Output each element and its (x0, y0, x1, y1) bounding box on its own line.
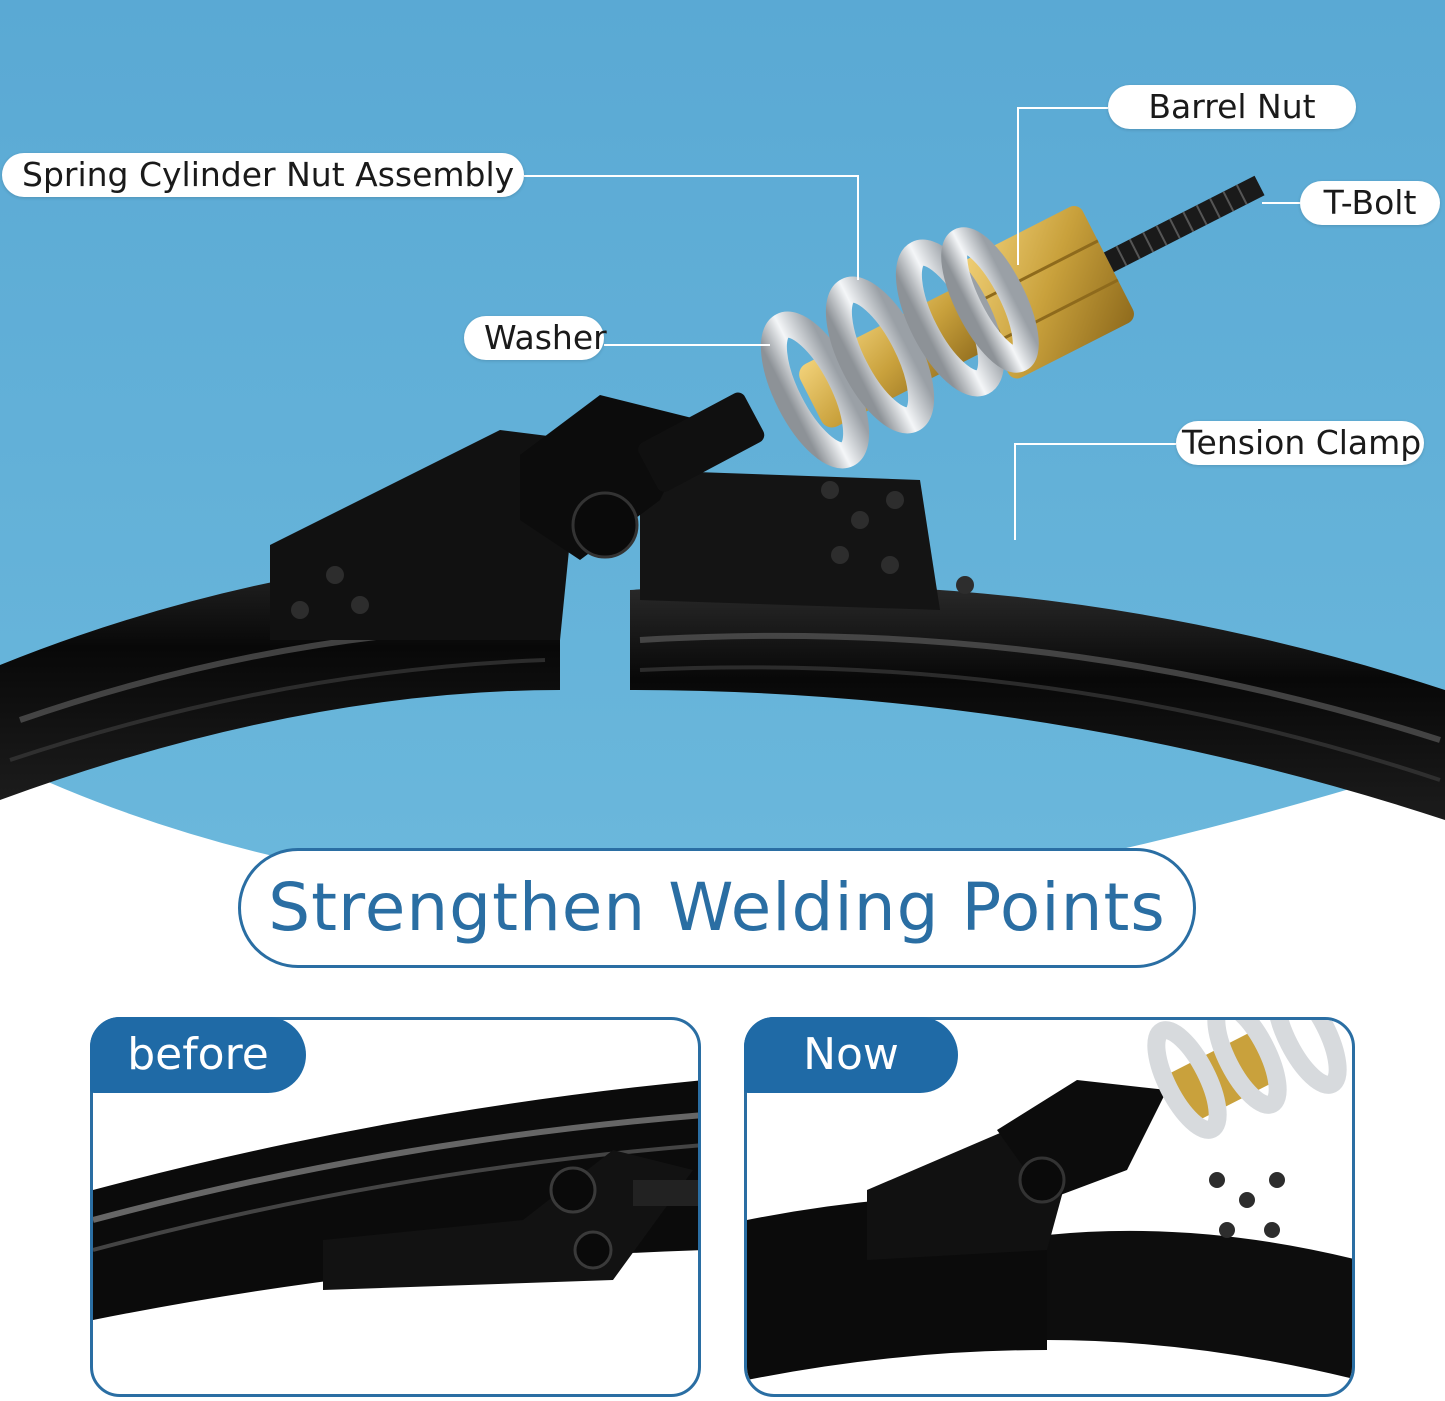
now-tag: Now (744, 1017, 958, 1093)
before-tag: before (90, 1017, 306, 1093)
spring (760, 227, 1039, 469)
callout-washer: Washer (464, 316, 607, 360)
left-plate (270, 430, 580, 640)
right-plate (640, 470, 940, 610)
callout-t-bolt: T-Bolt (1300, 181, 1440, 225)
t-bolt-rod (1067, 175, 1265, 291)
headline-banner: Strengthen Welding Points (238, 848, 1196, 968)
leader-lines (524, 107, 1300, 540)
callout-spring-cylinder-nut-assembly: Spring Cylinder Nut Assembly (2, 153, 524, 197)
now-clamp-image (747, 1020, 1352, 1380)
before-clamp-image (93, 1080, 698, 1320)
callout-barrel-nut: Barrel Nut (1108, 85, 1356, 129)
clamp-band-right (630, 584, 1445, 820)
callout-tension-clamp: Tension Clamp (1176, 421, 1424, 465)
